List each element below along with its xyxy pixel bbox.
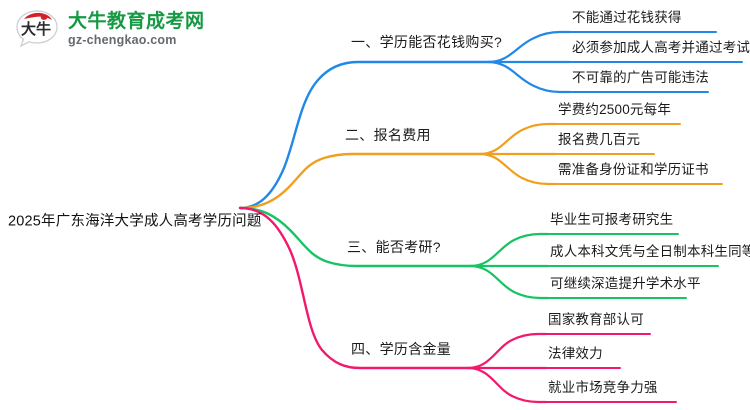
mindmap-leaf-1-3[interactable]: 不可靠的广告可能违法 (572, 70, 709, 85)
mindmap-leaf-3-2[interactable]: 成人本科文凭与全日制本科生同等 (550, 244, 750, 259)
mindmap-leaf-3-3[interactable]: 可继续深造提升学术水平 (550, 276, 701, 291)
logo-domain: gz-chengkao.com (68, 32, 177, 47)
mindmap-branch-3[interactable]: 三、能否考研? (347, 239, 441, 255)
logo-title: 大牛教育成考网 (68, 10, 205, 32)
mindmap-leaf-1-1[interactable]: 不能通过花钱获得 (572, 10, 682, 25)
mindmap-root-node[interactable]: 2025年广东海洋大学成人高考学历问题 (8, 213, 262, 230)
mindmap-leaf-4-3[interactable]: 就业市场竞争力强 (548, 380, 658, 395)
branch-connector-3 (238, 206, 719, 300)
branch-connector-4 (238, 206, 677, 404)
svg-text:大牛: 大牛 (21, 20, 51, 38)
mindmap-branch-2[interactable]: 二、报名费用 (345, 127, 431, 143)
logo-mark-icon: 大牛 (14, 8, 60, 50)
mindmap-branch-1[interactable]: 一、学历能否花钱购买? (351, 34, 503, 50)
mindmap-leaf-2-2[interactable]: 报名费几百元 (558, 132, 641, 147)
site-logo: 大牛 大牛教育成考网 gz-chengkao.com (14, 6, 224, 52)
mindmap-leaf-3-1[interactable]: 毕业生可报考研究生 (550, 212, 674, 227)
mindmap-leaf-1-2[interactable]: 必须参加成人高考并通过考试 (572, 40, 750, 55)
mindmap-leaf-2-1[interactable]: 学费约2500元每年 (558, 102, 672, 117)
mindmap-branch-4[interactable]: 四、学历含金量 (351, 341, 452, 357)
branch-connector-1 (238, 30, 743, 210)
branch-connector-2 (238, 122, 723, 210)
mindmap-leaf-4-1[interactable]: 国家教育部认可 (548, 312, 644, 327)
mindmap-leaf-4-2[interactable]: 法律效力 (548, 346, 603, 361)
logo-text-block: 大牛教育成考网 gz-chengkao.com (68, 12, 205, 47)
mindmap-leaf-2-3[interactable]: 需准备身份证和学历证书 (558, 162, 709, 177)
